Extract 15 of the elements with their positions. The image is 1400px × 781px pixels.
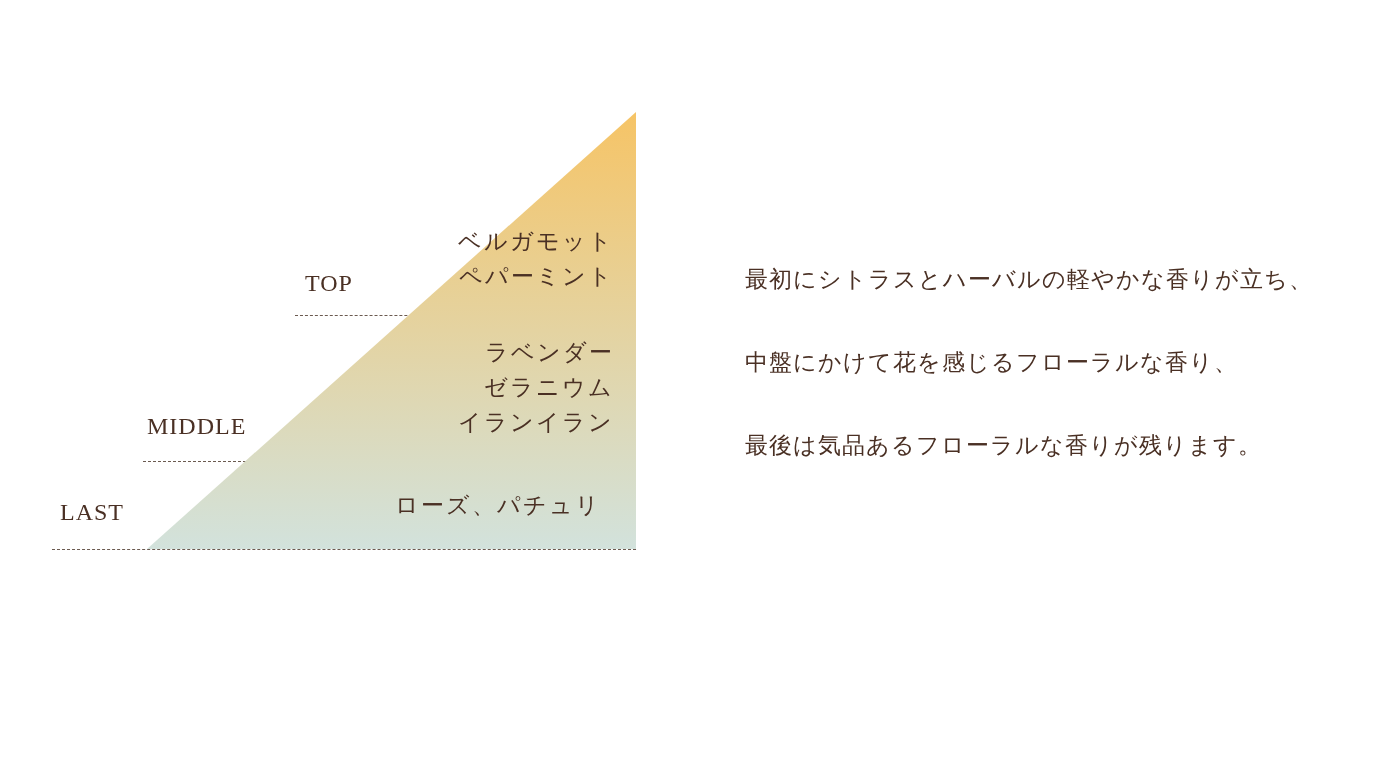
note-list: ペパーミント — [459, 259, 614, 294]
pyramid-band — [245, 315, 636, 461]
note-list: ラベンダー — [485, 335, 614, 370]
pyramid-band — [147, 461, 636, 549]
pyramid-band — [408, 112, 636, 315]
description-text: 最後は気品あるフローラルな香りが残ります。 — [745, 432, 1262, 460]
note-list: イランイラン — [458, 405, 614, 440]
description-text: 中盤にかけて花を感じるフローラルな香り、 — [745, 349, 1238, 377]
level-label: MIDDLE — [147, 413, 247, 440]
note-list: ベルガモット — [458, 224, 614, 259]
level-label: TOP — [305, 270, 353, 297]
level-label: LAST — [60, 499, 124, 526]
description-text: 最初にシトラスとハーバルの軽やかな香りが立ち、 — [745, 266, 1313, 294]
note-list: ローズ、パチュリ — [395, 488, 601, 523]
note-list: ゼラニウム — [484, 370, 614, 405]
